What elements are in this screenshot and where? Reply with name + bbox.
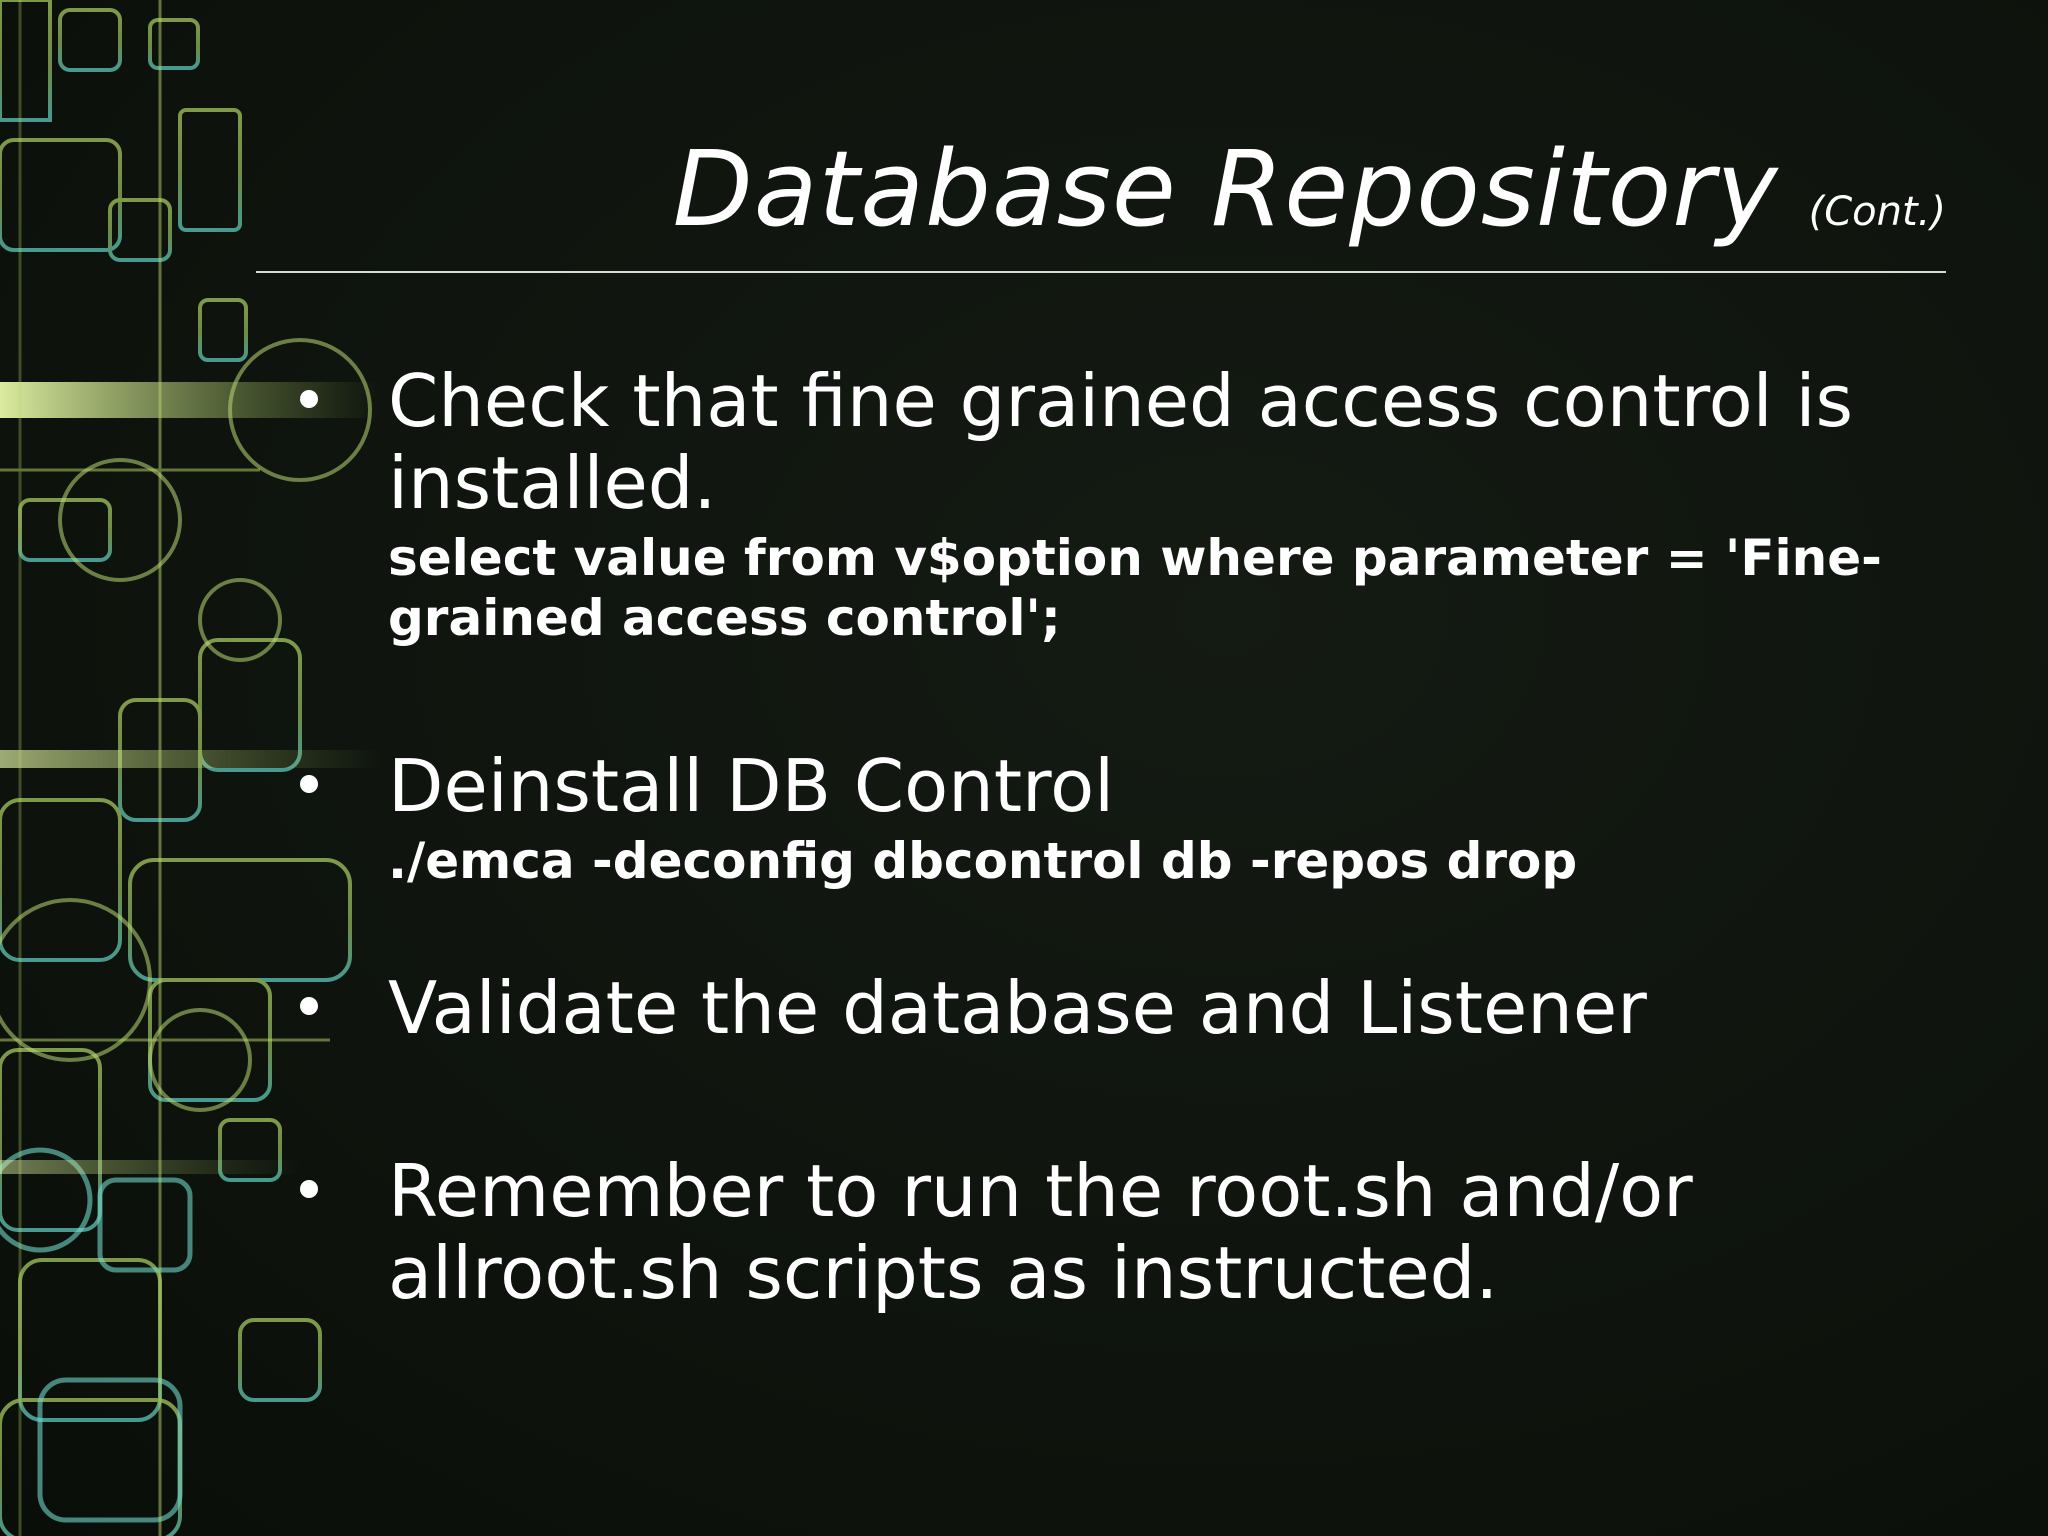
bullet-dot-icon <box>300 390 318 408</box>
bullet-dot-icon <box>300 775 318 793</box>
title-suffix: (Cont.) <box>1808 189 1946 235</box>
bullet-text: Check that fine grained access control i… <box>388 359 1854 525</box>
bullet-dot-icon <box>300 1180 318 1198</box>
bullet-code: ./emca -deconfig dbcontrol db -repos dro… <box>388 832 1578 890</box>
bullet-text: Validate the database and Listener <box>388 966 1647 1050</box>
page-title: Database Repository <box>672 128 1779 250</box>
bullet-text: Remember to run the root.sh and/or allro… <box>388 1149 1693 1315</box>
bullet-text: Deinstall DB Control <box>388 744 1115 828</box>
title-area: Database Repository (Cont.) <box>256 128 1946 258</box>
title-divider <box>256 271 1946 273</box>
bullet-code: select value from v$option where paramet… <box>388 529 1882 647</box>
circuit-decoration <box>0 0 380 1536</box>
bullet-dot-icon <box>300 997 318 1015</box>
